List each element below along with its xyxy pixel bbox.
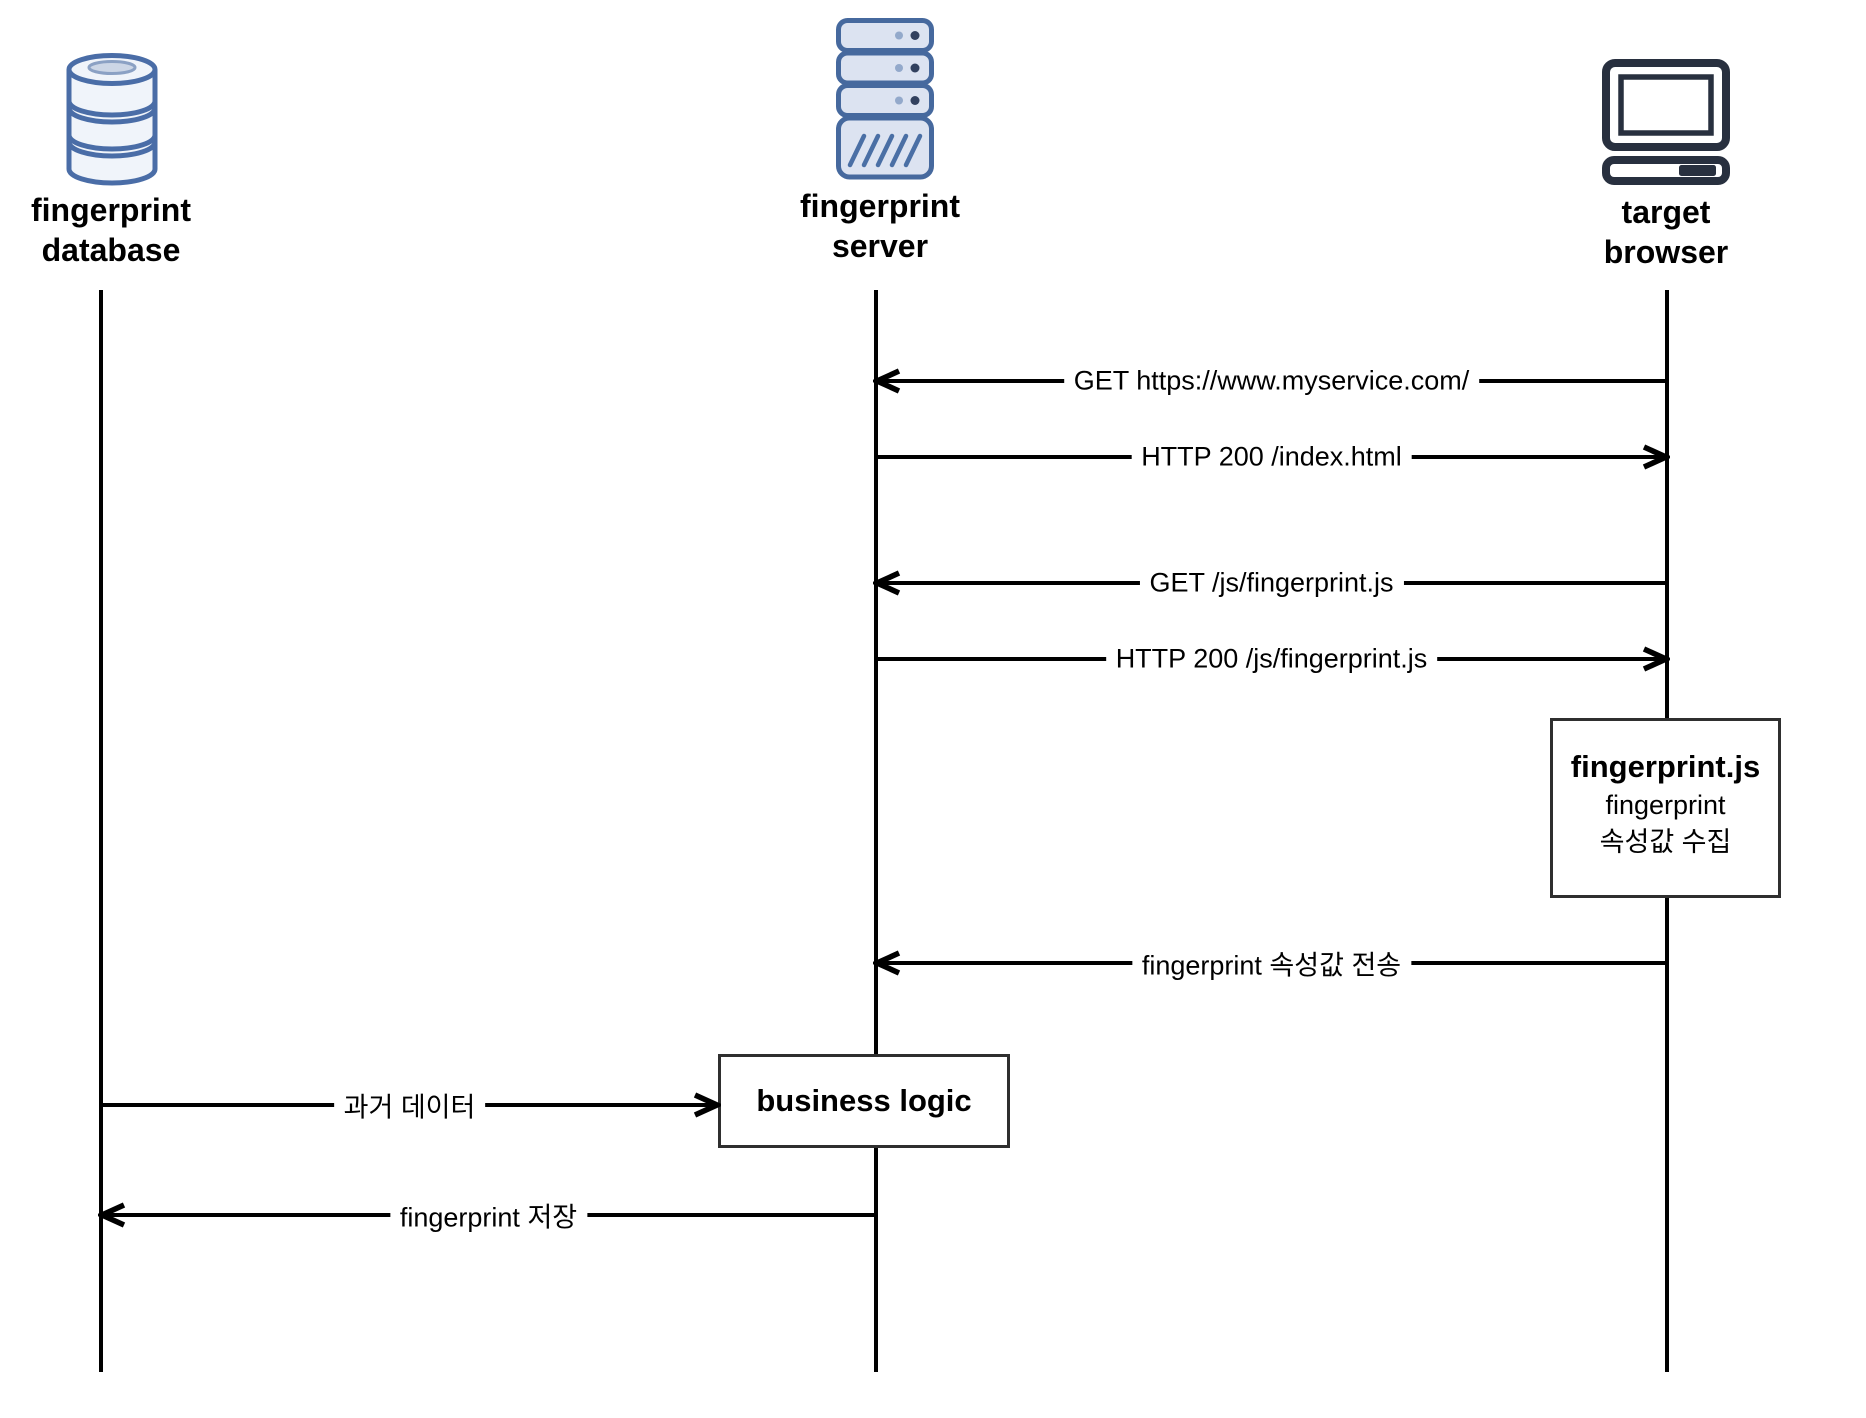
arrowhead-left-icon: [873, 368, 901, 394]
box-text-line: 속성값 수집: [1599, 827, 1732, 857]
message-label: fingerprint 저장: [389, 1192, 588, 1238]
lifeline-fingerprint-database: [99, 290, 103, 1372]
message-http200-fingerprint-js: HTTP 200 /js/fingerprint.js: [876, 640, 1670, 678]
actor-label-line: target: [1621, 194, 1711, 230]
business-logic-box: business logic: [718, 1054, 1010, 1148]
box-text-line: fingerprint: [1605, 790, 1726, 820]
message-label: HTTP 200 /index.html: [1131, 438, 1412, 476]
arrowhead-right-icon: [693, 1092, 721, 1118]
computer-icon: [1602, 59, 1730, 191]
actor-label-fingerprint-database: fingerprint database: [0, 190, 222, 270]
actor-label-fingerprint-server: fingerprint server: [770, 186, 990, 266]
message-save-fingerprint: fingerprint 저장: [98, 1192, 876, 1238]
arrowhead-left-icon: [873, 950, 901, 976]
database-icon: [64, 52, 160, 191]
arrowhead-right-icon: [1642, 444, 1670, 470]
box-title: business logic: [756, 1083, 972, 1118]
message-label: 과거 데이터: [333, 1082, 486, 1128]
actor-label-line: browser: [1603, 234, 1729, 270]
box-title: fingerprint.js: [1570, 749, 1761, 784]
arrowhead-right-icon: [1642, 646, 1670, 672]
actor-label-line: database: [41, 232, 181, 268]
message-label: HTTP 200 /js/fingerprint.js: [1105, 640, 1438, 678]
message-http200-index: HTTP 200 /index.html: [876, 438, 1670, 476]
lifeline-fingerprint-server: [874, 290, 878, 1372]
message-send-fingerprint-attrs: fingerprint 속성값 전송: [873, 940, 1667, 986]
message-label: fingerprint 속성값 전송: [1131, 940, 1412, 986]
server-icon: [836, 18, 934, 185]
message-label: GET /js/fingerprint.js: [1139, 564, 1404, 602]
actor-label-line: server: [831, 228, 929, 264]
arrowhead-left-icon: [873, 570, 901, 596]
message-get-root: GET https://www.myservice.com/: [873, 362, 1667, 400]
message-label: GET https://www.myservice.com/: [1063, 362, 1480, 400]
arrowhead-left-icon: [98, 1202, 126, 1228]
actor-label-line: fingerprint: [800, 188, 960, 224]
message-past-data: 과거 데이터: [101, 1082, 721, 1128]
actor-label-target-browser: target browser: [1556, 192, 1776, 272]
message-get-fingerprint-js: GET /js/fingerprint.js: [873, 564, 1667, 602]
fingerprint-js-box: fingerprint.js fingerprint 속성값 수집: [1550, 718, 1781, 898]
actor-label-line: fingerprint: [31, 192, 191, 228]
